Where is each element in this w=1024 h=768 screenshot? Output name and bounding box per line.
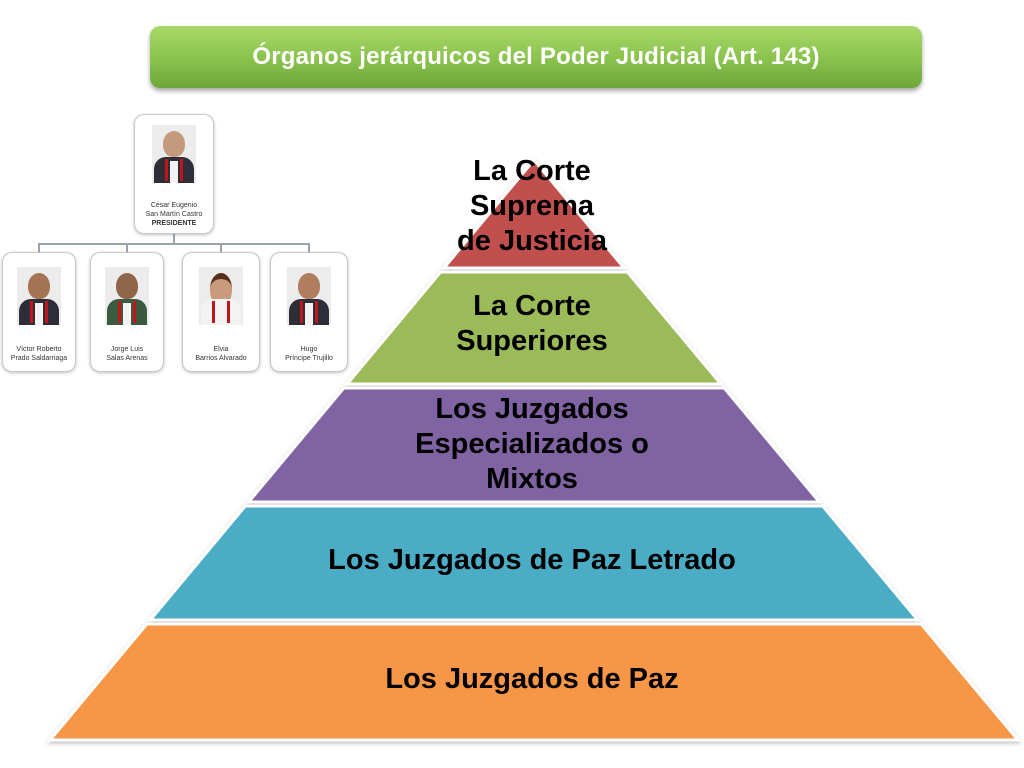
member-photo-1 (17, 267, 61, 325)
suit (289, 299, 329, 325)
face (298, 273, 320, 299)
suit (107, 299, 147, 325)
face (116, 273, 138, 299)
member-photo-3 (199, 267, 243, 325)
president-photo (152, 125, 196, 183)
member-name-2a: Jorge Luis (110, 346, 144, 353)
member-name-1b: Prado Saldarriaga (10, 355, 68, 362)
member-name-1a: Víctor Roberto (16, 346, 62, 353)
org-chart: César Eugenio San Martín Castro PRESIDEN… (0, 112, 350, 374)
member-card-3: Elvia Barrios Alvarado (182, 252, 260, 372)
face (210, 273, 232, 305)
member-name-2b: Salas Arenas (106, 355, 148, 362)
connector-vertical-top (173, 232, 175, 244)
member-name-3a: Elvia (213, 346, 229, 353)
suit (154, 157, 194, 183)
face (163, 131, 185, 157)
president-name-2: San Martín Castro (145, 211, 203, 218)
level-label-justice-of-peace: Los Juzgados de Paz (385, 663, 679, 695)
connector-drop-3 (220, 243, 222, 253)
member-name-4b: Príncipe Trujillo (285, 355, 333, 362)
member-name-4a: Hugo (300, 346, 318, 353)
connector-drop-1 (38, 243, 40, 253)
level-label-supreme-court: La Corte Suprema de Justicia (457, 155, 607, 257)
president-role: PRESIDENTE (151, 220, 197, 227)
suit (19, 299, 59, 325)
connector-horizontal (38, 243, 310, 245)
connector-drop-2 (126, 243, 128, 253)
pyramid-layer-superior-courts (343, 270, 725, 386)
connector-drop-4 (308, 243, 310, 253)
face (28, 273, 50, 299)
president-card: César Eugenio San Martín Castro PRESIDEN… (134, 114, 214, 234)
suit (201, 299, 241, 325)
member-name-3b: Barrios Alvarado (195, 355, 247, 362)
title-banner: Órganos jerárquicos del Poder Judicial (… (150, 26, 922, 88)
slide-title: Órganos jerárquicos del Poder Judicial (… (252, 43, 820, 70)
level-label-specialized-courts: Los Juzgados Especializados o Mixtos (415, 393, 649, 495)
member-card-2: Jorge Luis Salas Arenas (90, 252, 164, 372)
pyramid-layer-specialized-courts (245, 386, 823, 504)
level-label-justice-of-peace-lawyer: Los Juzgados de Paz Letrado (328, 544, 736, 576)
member-card-4: Hugo Príncipe Trujillo (270, 252, 348, 372)
pyramid-layer-justice-of-peace-lawyer (146, 504, 922, 622)
member-photo-4 (287, 267, 331, 325)
level-label-superior-courts: La Corte Superiores (456, 290, 608, 357)
pyramid-layer-justice-of-peace (46, 622, 1022, 742)
member-photo-2 (105, 267, 149, 325)
president-name-1: César Eugenio (150, 202, 198, 209)
pyramid-layer-supreme-court (440, 157, 628, 270)
member-card-1: Víctor Roberto Prado Saldarriaga (2, 252, 76, 372)
